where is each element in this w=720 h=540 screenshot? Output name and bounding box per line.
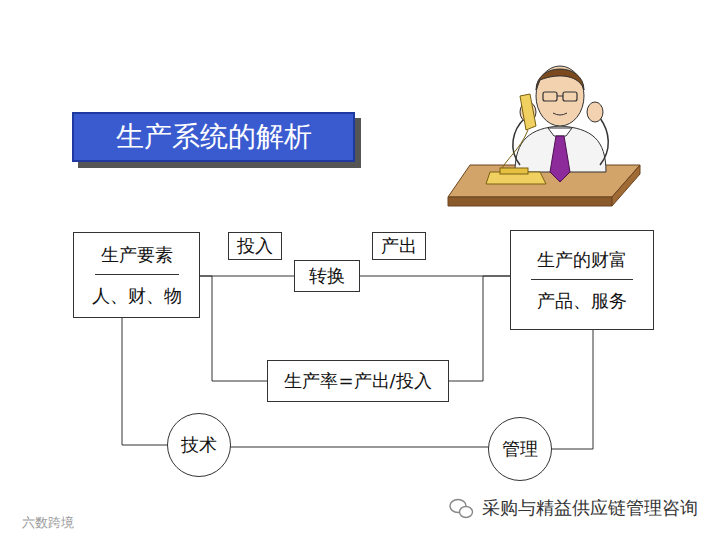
process-box: 转换 [294,260,360,292]
node-body: 产品、服务 [531,286,633,316]
connector-line [200,276,294,277]
title-banner: 生产系统的解析 [72,112,355,162]
input-box: 生产要素人、财、物 [73,232,200,318]
watermark-text: 采购与精益供应链管理咨询 [482,496,698,520]
node-heading: 产出 [381,235,417,257]
node-heading: 管理 [502,438,538,460]
connector-line [200,276,267,381]
node-heading: 转换 [309,265,345,287]
tag-box: 投入 [228,232,282,260]
node-heading: 投入 [237,235,273,257]
desk-figure [448,66,640,206]
output-box: 生产的财富产品、服务 [510,230,654,330]
connector-line [230,447,489,448]
node-body: 人、财、物 [86,281,188,311]
factor-circle: 技术 [167,413,231,477]
node-heading: 生产的财富 [531,245,633,280]
node-heading: 生产率=产出/投入 [284,370,431,392]
tag-box: 产出 [372,232,426,260]
watermark-icon [450,500,473,518]
connector-line [122,318,167,445]
formula-box: 生产率=产出/投入 [267,360,449,402]
connector-line [551,330,593,449]
connector-line [449,276,510,381]
watermark-text: 六数跨境 [22,514,74,532]
factor-circle: 管理 [488,417,552,481]
node-heading: 生产要素 [95,240,179,275]
node-heading: 技术 [181,434,217,456]
